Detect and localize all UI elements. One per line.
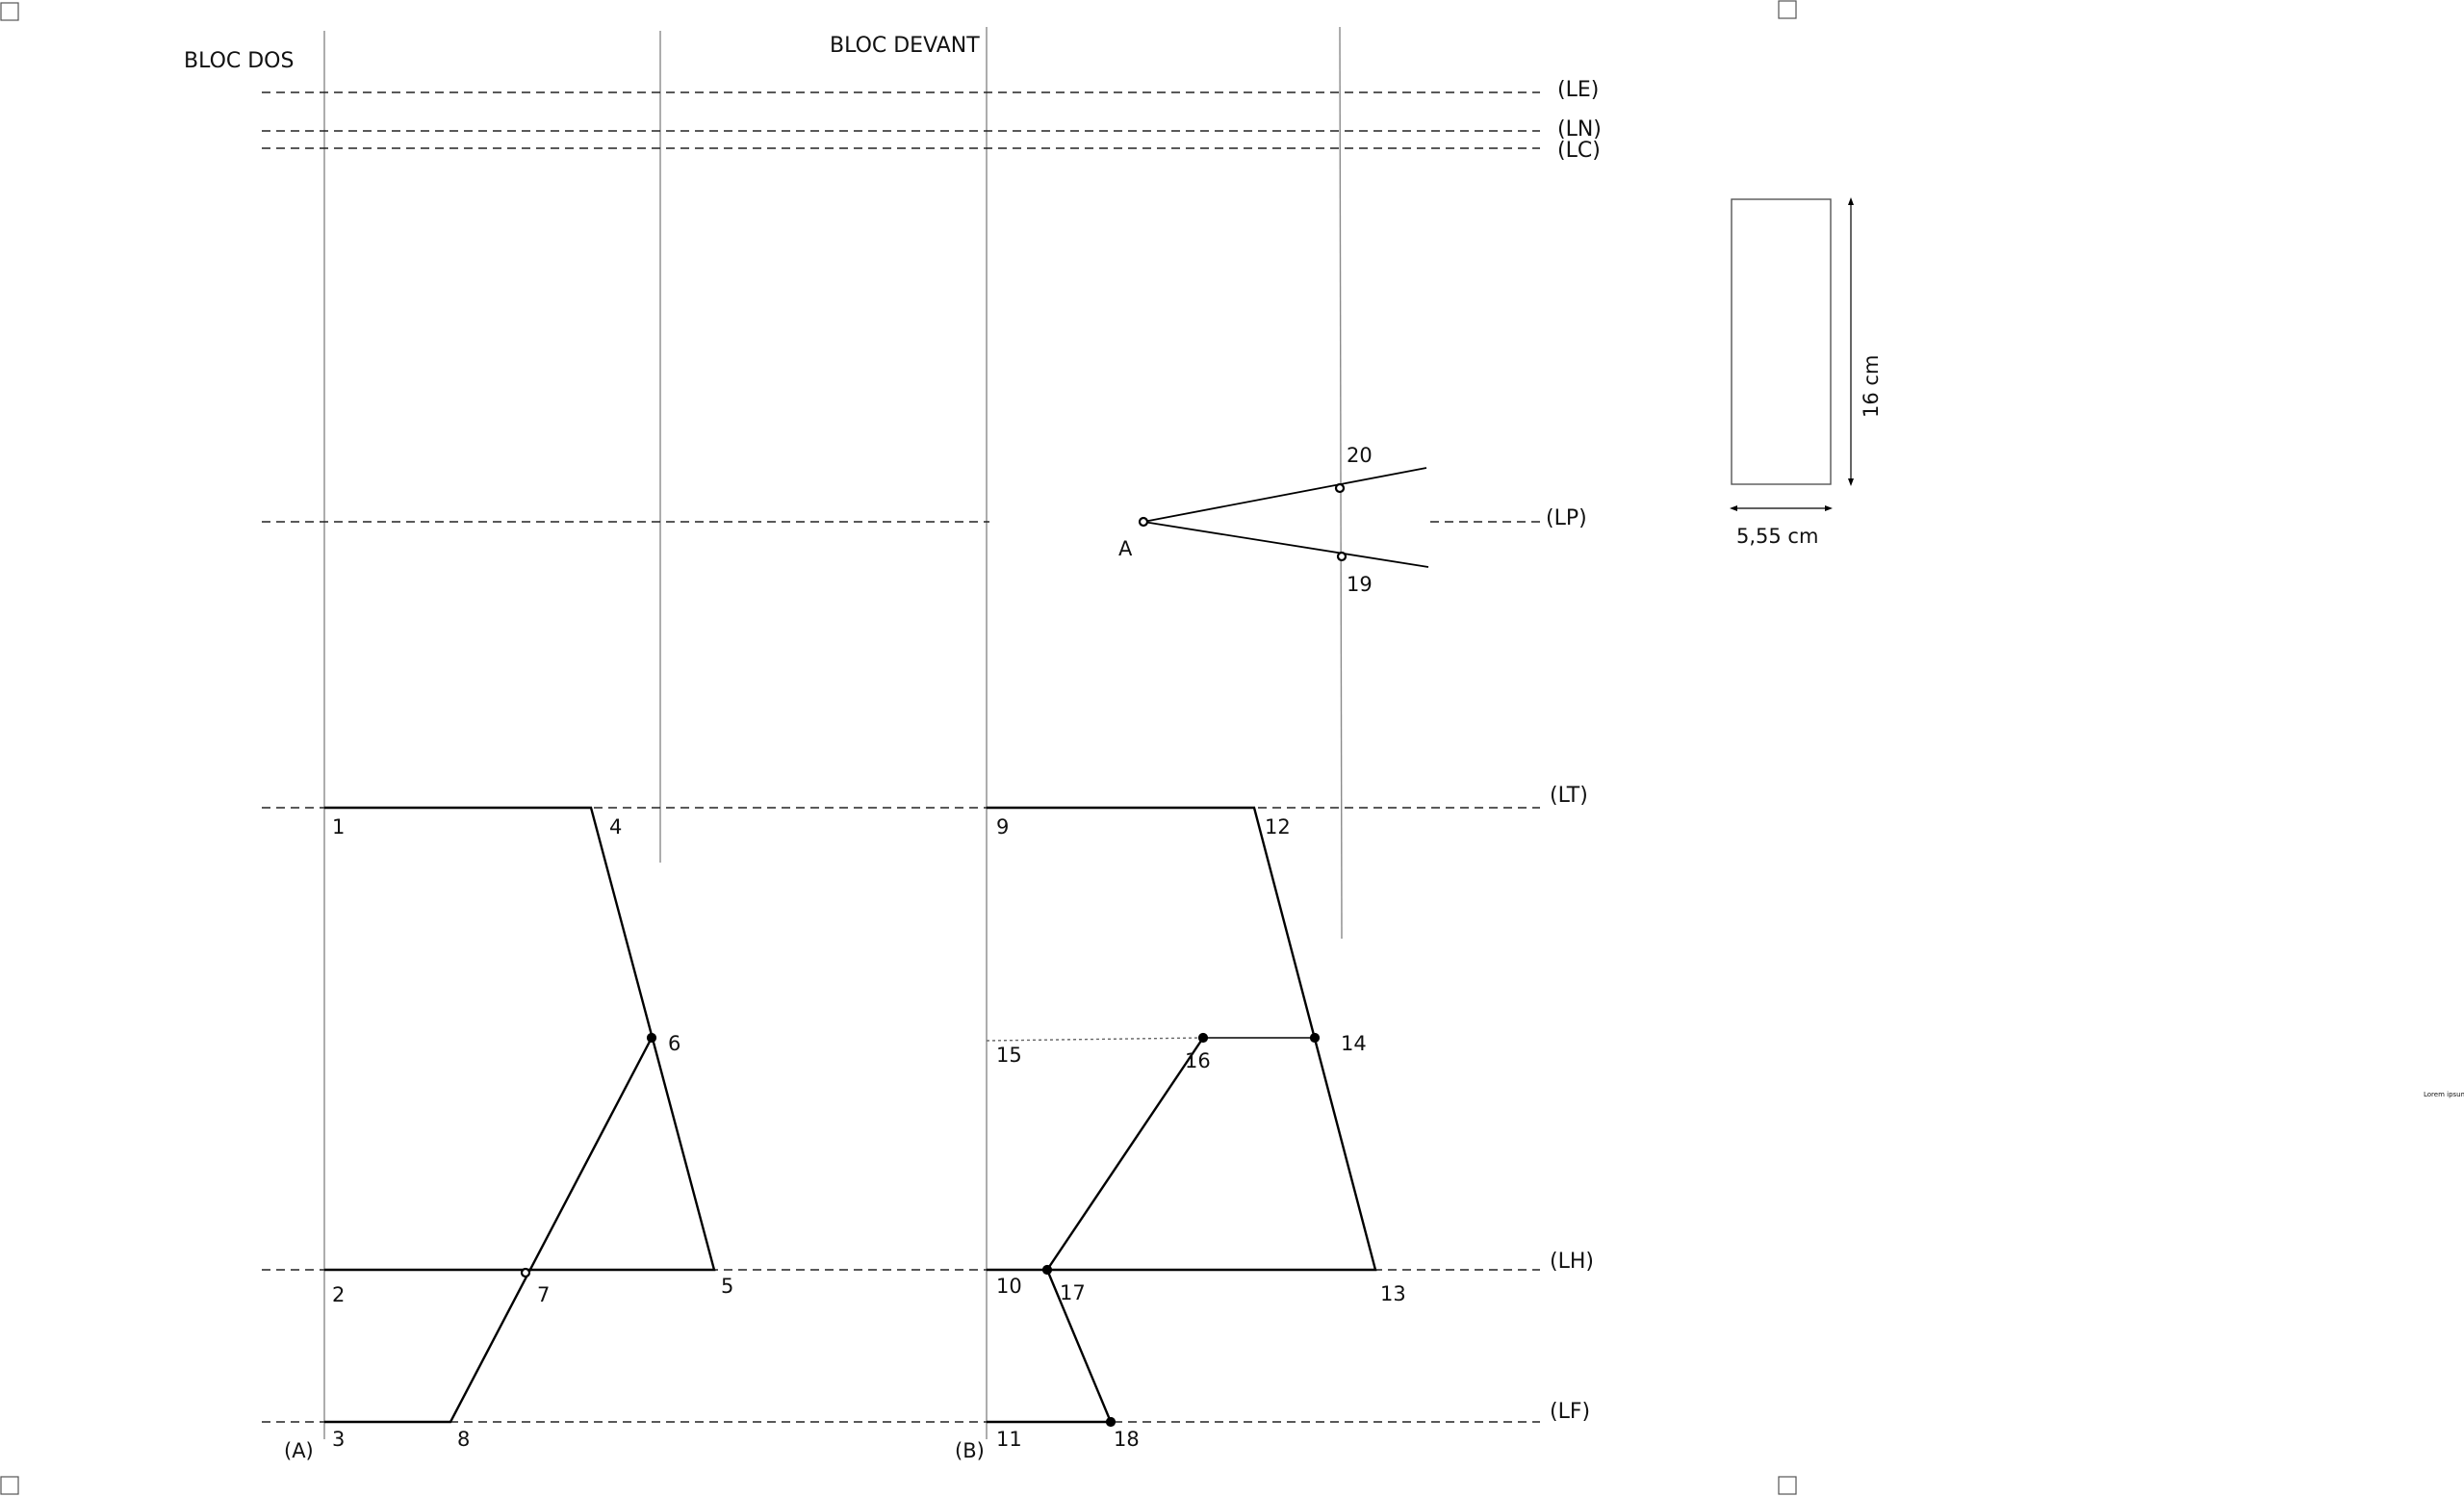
point-label-9: 9 <box>996 815 1009 839</box>
point-label-1: 1 <box>332 815 345 839</box>
point-label-3: 3 <box>332 1428 345 1451</box>
point-label-12: 12 <box>1265 815 1291 839</box>
block-label-b: (B) <box>955 1439 985 1462</box>
guide-label-lc: (LC) <box>1557 139 1601 163</box>
point-18-marker <box>1105 1416 1116 1428</box>
bust-dart-lower-line <box>1142 521 1429 568</box>
front-dotted-line-15-16 <box>986 1037 1204 1042</box>
corner-mark-top-right <box>1778 0 1797 19</box>
front-side-line <box>1339 26 1343 940</box>
point-label-7: 7 <box>537 1283 550 1306</box>
point-label-14: 14 <box>1341 1032 1367 1055</box>
point-17-marker <box>1041 1264 1053 1276</box>
back-block-title: BLOC DOS <box>184 49 294 73</box>
point-label-20: 20 <box>1347 444 1373 467</box>
point-a-marker <box>1138 516 1149 528</box>
sample-rectangle <box>1731 198 1832 485</box>
point-label-13: 13 <box>1380 1282 1406 1305</box>
point-label-2: 2 <box>332 1283 345 1306</box>
front-dart-line <box>987 1037 1204 1424</box>
height-dimension-label: 16 cm <box>1860 355 1883 418</box>
point-label-18: 18 <box>1114 1428 1140 1451</box>
point-label-4: 4 <box>609 815 622 839</box>
front-block-title: BLOC DEVANT <box>830 34 980 58</box>
height-arrow-bottom <box>1848 478 1854 486</box>
point-20-marker <box>1334 482 1346 494</box>
point-7-marker <box>520 1267 531 1278</box>
corner-mark-bottom-left <box>0 1476 19 1495</box>
guide-label-ln: (LN) <box>1557 117 1602 142</box>
point-label-11: 11 <box>996 1428 1022 1451</box>
point-label-16: 16 <box>1185 1049 1211 1072</box>
corner-mark-top-left <box>0 2 19 21</box>
point-label-10: 10 <box>996 1275 1022 1298</box>
width-arrow-left <box>1730 505 1737 511</box>
guide-label-lf: (LF) <box>1550 1400 1590 1424</box>
point-6-marker <box>646 1032 657 1044</box>
bust-dart-upper-line <box>1142 467 1427 523</box>
width-arrow-right <box>1825 505 1833 511</box>
point-label-5: 5 <box>721 1275 733 1298</box>
guide-label-lp: (LP) <box>1546 506 1587 530</box>
point-label-15: 15 <box>996 1044 1022 1067</box>
point-label-a: A <box>1118 537 1133 560</box>
guide-label-lh: (LH) <box>1550 1250 1594 1274</box>
point-14-marker <box>1309 1032 1321 1044</box>
width-dimension-label: 5,55 cm <box>1736 525 1818 548</box>
point-label-19: 19 <box>1347 573 1373 596</box>
guide-label-le: (LE) <box>1557 78 1599 102</box>
point-label-17: 17 <box>1060 1281 1086 1304</box>
block-label-a: (A) <box>284 1439 314 1462</box>
back-dart-line <box>324 1037 654 1424</box>
height-arrow-top <box>1848 197 1854 205</box>
corner-mark-bottom-right <box>1778 1476 1797 1495</box>
point-16-marker <box>1197 1032 1209 1044</box>
guide-label-lt: (LT) <box>1550 784 1588 808</box>
point-label-6: 6 <box>668 1032 680 1055</box>
side-note: Lorem ipsum <box>2424 1091 2464 1098</box>
point-19-marker <box>1336 551 1348 562</box>
point-label-8: 8 <box>457 1428 470 1451</box>
